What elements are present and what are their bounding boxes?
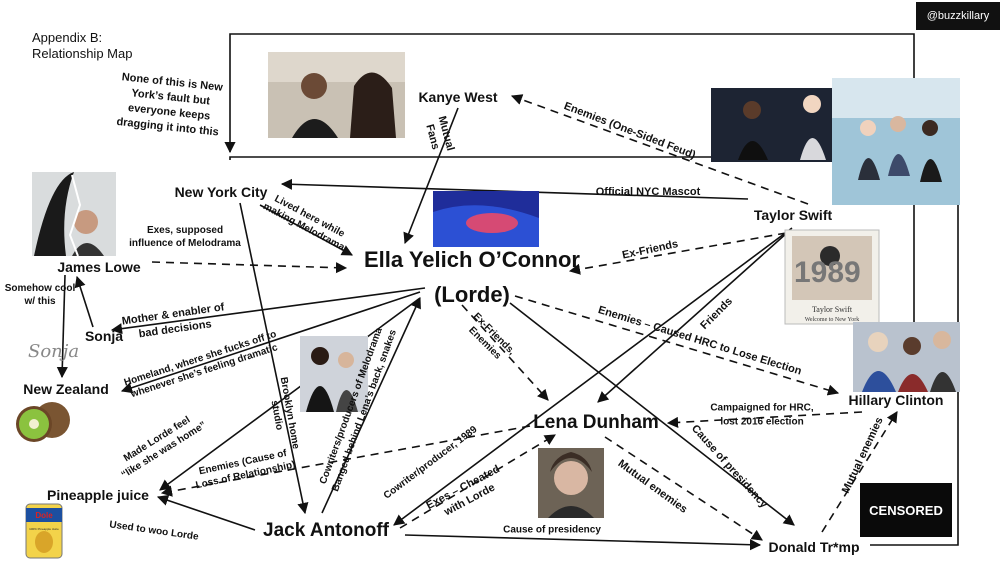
- edge-line-jack-trump: [404, 534, 762, 551]
- edge-line-taylor-lena: [597, 231, 789, 403]
- edge-label-used-to-woo: Used to woo Lorde: [109, 519, 200, 542]
- corner-tag: @buzzkillary: [916, 2, 1000, 30]
- photo-kiwi: [16, 402, 70, 442]
- edge-line-lorde-trump: [509, 302, 795, 526]
- edge-line-lorde-hillary: [514, 295, 840, 396]
- node-kanye: Kanye West: [418, 89, 497, 105]
- edge-line-hillary-lena: [666, 411, 863, 429]
- edge-label-friends: Friends: [698, 295, 735, 332]
- photo-1989-album: 1989 Taylor Swift Welcome to New York: [784, 229, 880, 325]
- node-sonja: Sonja: [85, 328, 123, 344]
- album-caption-title: Taylor Swift: [812, 305, 853, 314]
- album-caption-sub: Welcome to New York: [805, 317, 860, 323]
- edge-line-jack-lorde: [321, 296, 421, 514]
- edge-label-official-nyc: Official NYC Mascot: [596, 186, 701, 198]
- edge-label-cause-presidency-1: Cause of presidency: [689, 423, 771, 512]
- edge-line-lena-pineapple: [160, 425, 531, 497]
- node-lena: Lena Dunham: [533, 412, 659, 433]
- title-line-1: Appendix B:: [32, 30, 103, 45]
- svg-text:100% Pineapple Juice: 100% Pineapple Juice: [29, 527, 59, 531]
- node-hillary: Hillary Clinton: [849, 392, 944, 408]
- node-james: James Lowe: [57, 259, 140, 275]
- node-nyc: New York City: [175, 184, 268, 200]
- edge-line-lorde-lena: [461, 304, 549, 401]
- edge-line-nyc-lorde: [259, 204, 353, 256]
- edge-label-enemies-onesided: Enemies (One-Sided Feud): [562, 100, 697, 161]
- node-lorde1: Ella Yelich O’Connor: [364, 247, 580, 272]
- photo-hillary: [853, 322, 960, 392]
- svg-text:Dole: Dole: [35, 511, 53, 520]
- edge-label-lived-here: Lived here whilemaking Melodrama: [261, 190, 352, 253]
- edge-line-lorde-nz: [120, 291, 421, 394]
- edge-line-taylor-jack: [393, 227, 793, 526]
- edge-line-jack-lena: [399, 434, 556, 529]
- photo-lorde-album: [433, 191, 539, 247]
- node-jack: Jack Antonoff: [263, 520, 390, 541]
- node-pineapple: Pineapple juice: [47, 487, 149, 503]
- photo-lorde-jack-stage: [300, 336, 368, 412]
- svg-text:Sonja: Sonja: [28, 341, 79, 362]
- photo-taylor-lorde-pool: [832, 78, 960, 205]
- photo-dole-can: Dole 100% Pineapple Juice: [25, 503, 63, 559]
- edge-line-james-nz: [56, 274, 68, 379]
- title-line-2: Relationship Map: [32, 46, 133, 61]
- edge-line-kanye-lorde: [403, 107, 459, 245]
- edge-line-jack-pineapple: [156, 494, 256, 531]
- edge-line-taylor-kanye: [510, 94, 809, 205]
- edge-label-enemies-cause-loss: Enemies (Cause ofLoss of Relationship): [192, 447, 296, 492]
- edge-line-sonja-james: [74, 275, 94, 328]
- censored-box: CENSORED: [860, 483, 952, 537]
- edge-label-enemies-hrc: Enemies – Caused HRC to Lose Election: [597, 304, 804, 378]
- edge-label-campaigned: Campaigned for HRC,lost 2016 election: [710, 403, 814, 428]
- edge-label-cause-presidency-2: Cause of presidency: [503, 525, 601, 536]
- edge-line-taylor-lorde: [568, 232, 787, 275]
- edge-label-made-lorde-feel: Made Lorde feel“like she was home”: [113, 409, 209, 481]
- photo-sonja-logo: Sonja: [28, 341, 79, 362]
- edge-line-james-lorde: [151, 261, 348, 274]
- edge-line-lena-trump: [604, 436, 763, 541]
- edge-label-mutual-enemies-1: Mutual enemies: [616, 458, 690, 516]
- node-lorde2: (Lorde): [434, 282, 510, 307]
- node-trump: Donald Tr*mp: [768, 539, 859, 555]
- node-taylor: Taylor Swift: [754, 207, 833, 223]
- page-title: Appendix B: Relationship Map: [32, 30, 132, 62]
- edge-line-nyc-jack: [239, 202, 309, 515]
- svg-text:1989: 1989: [794, 256, 861, 289]
- edge-label-mutual-fans: MutualFans: [422, 115, 456, 156]
- photo-lena: [538, 448, 604, 518]
- edge-label-nyc-fault: None of this is NewYork’s fault butevery…: [116, 71, 224, 138]
- edge-label-brooklyn: Brooklyn homestudio: [265, 376, 301, 452]
- edge-line-lorde-pineapple: [159, 297, 421, 491]
- photo-kanye-lorde: [268, 52, 405, 138]
- photo-kanye-taylor-stage: [711, 88, 841, 162]
- edge-label-exes-cheated: Exes – Cheatedwith Lorde: [424, 463, 508, 524]
- photo-james-lowe: [32, 172, 116, 257]
- edge-label-ex-friends-enemies: Ex-Friends,Enemies: [462, 311, 518, 367]
- edge-label-ex-friends-taylor: Ex-Friends: [621, 238, 679, 262]
- edge-line-trump-hillary: [821, 411, 898, 533]
- node-nz: New Zealand: [23, 381, 109, 397]
- edge-line-lorde-sonja: [110, 287, 426, 335]
